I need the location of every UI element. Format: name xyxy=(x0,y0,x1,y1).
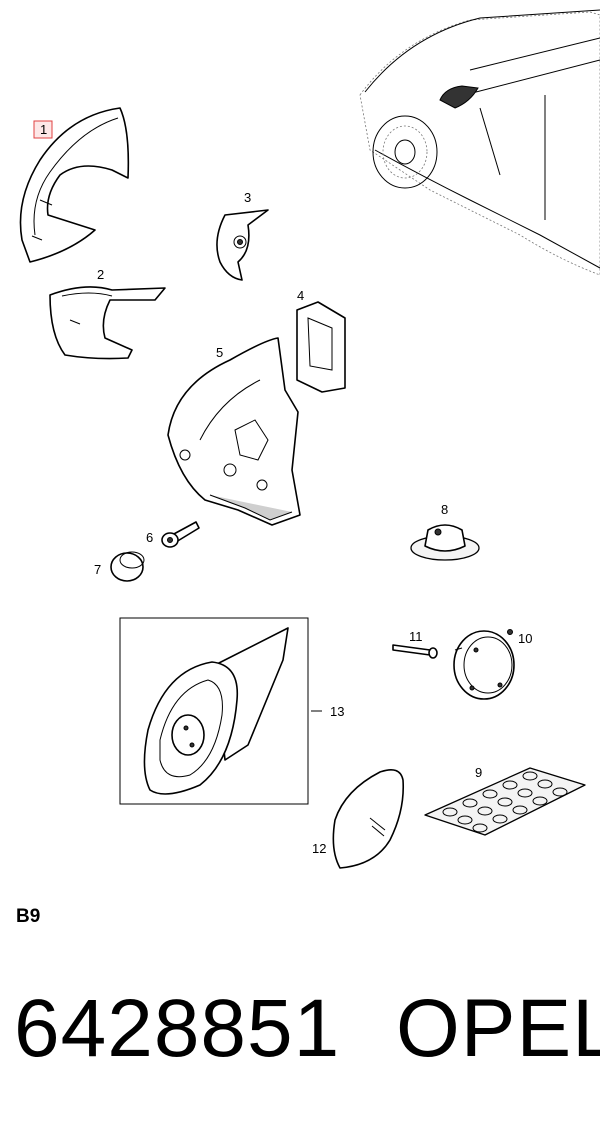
callout-1: 1 xyxy=(40,122,47,137)
part-6-screw xyxy=(161,521,200,548)
callout-13: 13 xyxy=(330,704,344,719)
brand-name: OPEL xyxy=(396,983,600,1074)
callout-11: 11 xyxy=(409,629,423,644)
car-illustration xyxy=(359,9,600,276)
callout-12: 12 xyxy=(312,841,326,856)
callout-4: 4 xyxy=(297,288,304,303)
callout-5: 5 xyxy=(216,345,223,360)
part-3-bracket xyxy=(216,209,269,281)
callout-3: 3 xyxy=(244,190,251,205)
callout-1-highlight xyxy=(33,120,53,139)
part-1-mirror-cover xyxy=(19,107,130,263)
part-9-adhesive-sheet xyxy=(424,767,586,836)
part-7-cap xyxy=(110,551,145,582)
part-10-motor xyxy=(453,629,515,700)
callout-2: 2 xyxy=(97,267,104,282)
part-number: 6428851 xyxy=(14,983,341,1074)
callout-6: 6 xyxy=(146,530,153,545)
part-4-pad xyxy=(296,301,346,393)
part-8-grommet xyxy=(410,524,480,561)
part-5-housing xyxy=(167,337,301,526)
callout-9: 9 xyxy=(475,765,482,780)
section-code: B9 xyxy=(16,906,41,927)
exploded-parts-diagram: 1 2 3 4 5 6 7 8 9 10 11 12 13 xyxy=(19,9,600,869)
callout-8: 8 xyxy=(441,502,448,517)
callout-10: 10 xyxy=(518,631,532,646)
part-12-mirror-glass xyxy=(332,769,405,869)
part-2-lower-cover xyxy=(49,286,166,360)
callouts: 1 2 3 4 5 6 7 8 9 10 11 12 13 xyxy=(33,120,532,856)
part-13-mirror-assembly xyxy=(119,617,309,805)
callout-7: 7 xyxy=(94,562,101,577)
part-11-bolt xyxy=(392,644,438,659)
